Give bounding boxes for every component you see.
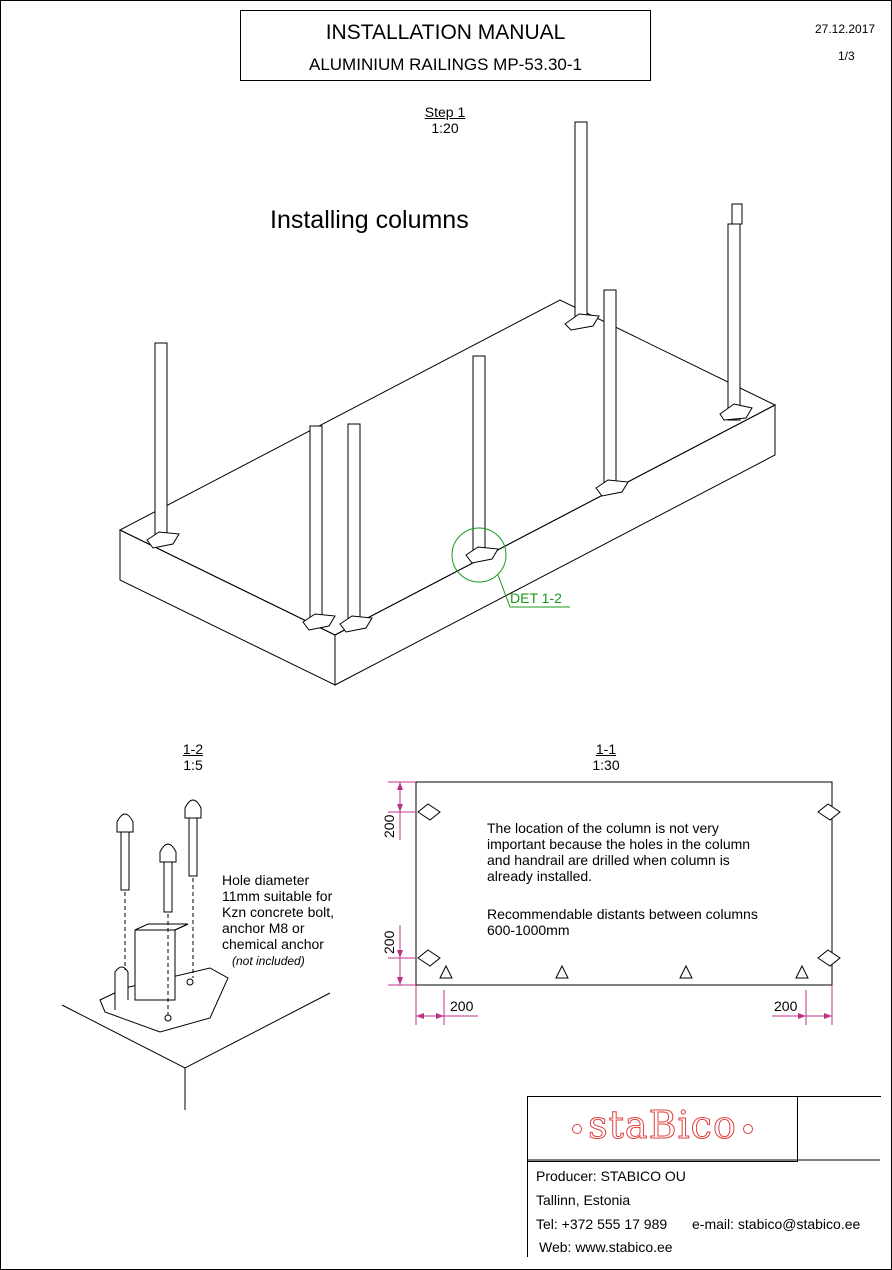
document-subtitle: ALUMINIUM RAILINGS MP-53.30-1 [308, 55, 582, 74]
dim-bottom-200: 200 [381, 930, 397, 954]
column-5 [564, 121, 600, 331]
note-line: Hole diameter [222, 872, 310, 888]
not-included-note: (not included) [232, 954, 305, 968]
column-6 [595, 289, 629, 497]
slab-front [119, 529, 336, 686]
note-line: Kzn concrete bolt, [222, 904, 335, 920]
producer-tel: Tel: +372 555 17 989 [536, 1216, 668, 1232]
note-line: 600-1000mm [487, 922, 570, 938]
detail-1-2-drawing [61, 799, 331, 1110]
detail-leader-line [497, 574, 570, 608]
note-line: Recommendable distants between columns [487, 906, 758, 922]
producer-city: Tallinn, Estonia [536, 1192, 631, 1208]
step1-label: Step 1 1:20 [415, 104, 475, 136]
det-callout-label: DET 1-2 [510, 590, 562, 606]
column-4 [465, 355, 499, 564]
hole-diameter-note: Hole diameter 11mm suitable for Kzn conc… [222, 872, 334, 969]
note-line: already installed. [487, 868, 593, 884]
detail-1-1-scale: 1:30 [592, 757, 620, 773]
note-line: important because the holes in the colum… [487, 836, 751, 852]
step1-title: Step 1 [424, 104, 466, 120]
detail-1-2-scale: 1:5 [183, 757, 203, 773]
producer-name: Producer: STABICO OU [536, 1168, 686, 1184]
dim-top-200: 200 [381, 814, 397, 838]
column-7 [719, 203, 753, 421]
page-number: 1/3 [838, 49, 855, 63]
producer-email[interactable]: e-mail: stabico@stabico.ee [692, 1216, 861, 1232]
column-spacing-note: Recommendable distants between columns 6… [487, 906, 758, 938]
slab-top [118, 299, 777, 636]
dim-right-200: 200 [774, 998, 798, 1014]
note-line: anchor M8 or [222, 920, 305, 936]
column-2 [302, 425, 336, 631]
dim-left-200: 200 [450, 998, 474, 1014]
slab-side [334, 404, 776, 686]
detail-1-1-label: 1-1 1:30 [588, 741, 624, 773]
note-line: 11mm suitable for [222, 888, 333, 904]
detail-1-2-label: 1-2 1:5 [175, 741, 211, 773]
detail-1-1-drawing [388, 781, 841, 1025]
step1-heading: Installing columns [270, 206, 469, 234]
logo-box: staBico [527, 1096, 798, 1162]
title-block: INSTALLATION MANUAL ALUMINIUM RAILINGS M… [240, 10, 651, 81]
column-location-note: The location of the column is not very i… [487, 820, 750, 884]
column-3 [339, 423, 373, 633]
stabico-logo: staBico [528, 1103, 797, 1148]
detail-highlight-circle [451, 527, 507, 583]
producer-web[interactable]: Web: www.stabico.ee [539, 1239, 673, 1255]
note-line: chemical anchor [222, 936, 324, 952]
column-1 [146, 342, 180, 549]
note-line: The location of the column is not very [487, 820, 719, 836]
document-date: 27.12.2017 [815, 22, 876, 36]
step1-scale: 1:20 [431, 120, 459, 136]
note-line: and handrail are drilled when column is [487, 852, 730, 868]
detail-1-1-title: 1-1 [595, 741, 617, 757]
document-title: INSTALLATION MANUAL [325, 21, 566, 44]
detail-1-2-title: 1-2 [182, 741, 204, 757]
